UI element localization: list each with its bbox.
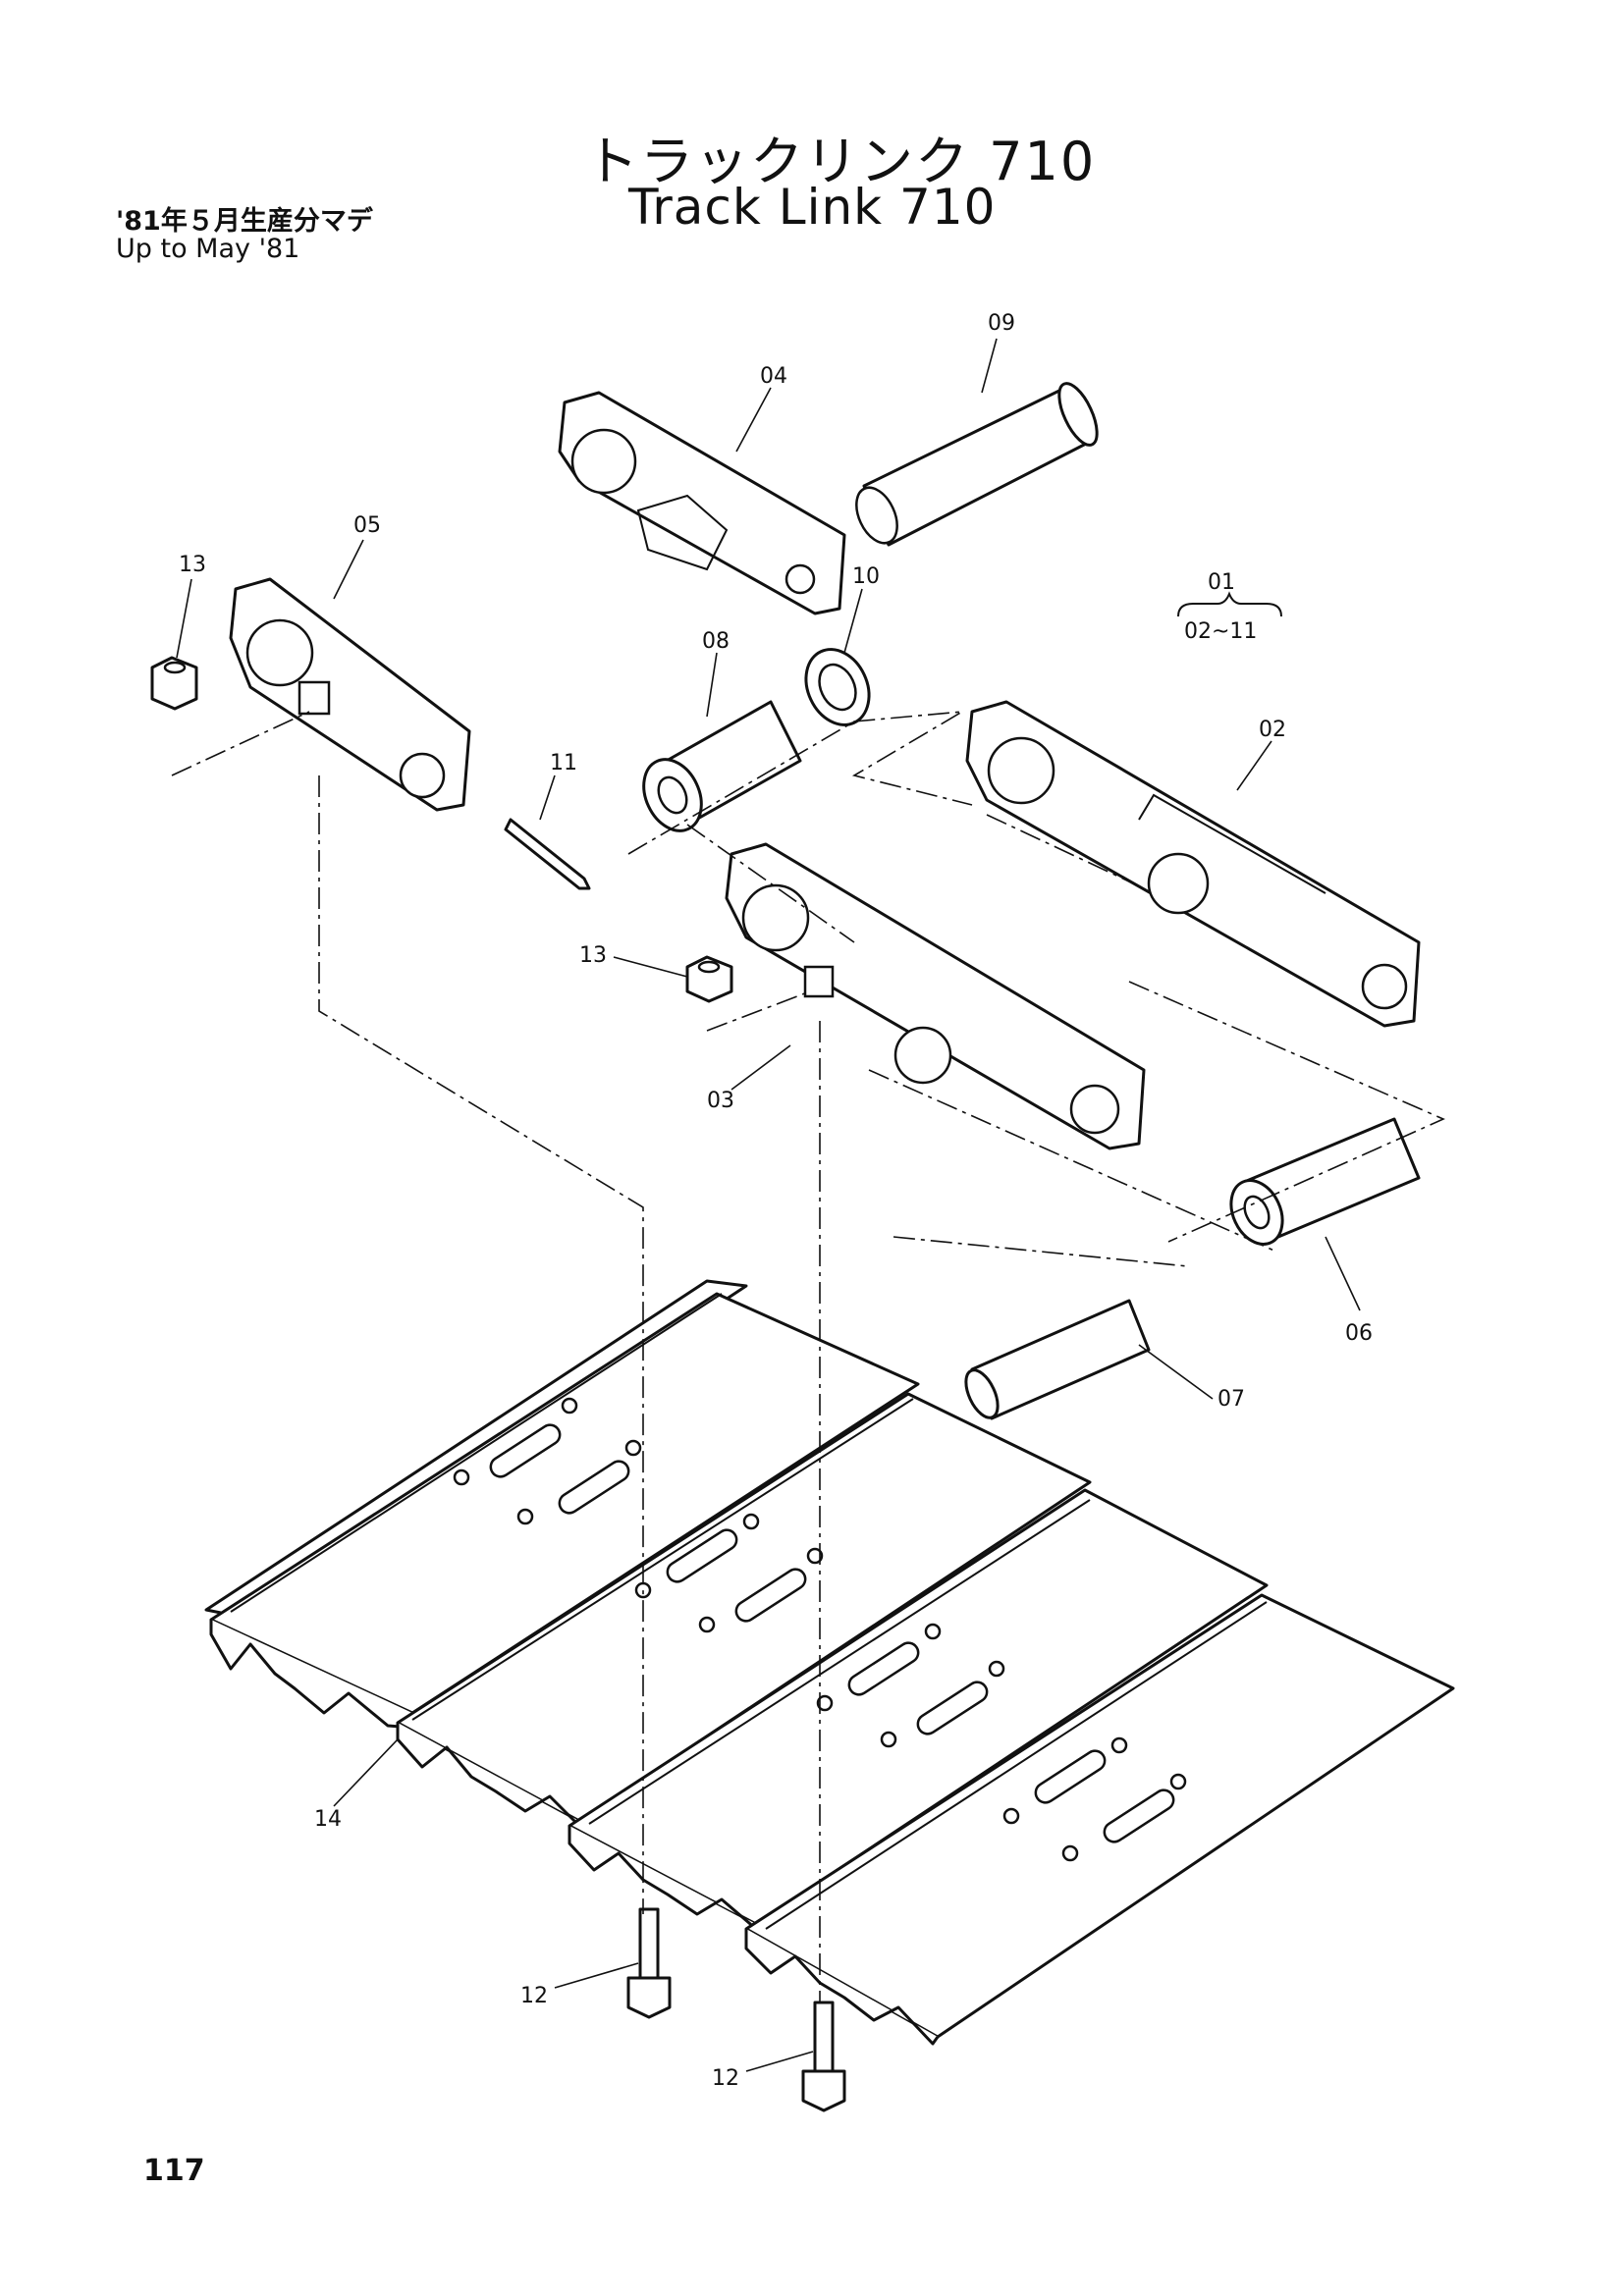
label-11: 11 (550, 751, 577, 775)
label-05: 05 (353, 513, 381, 538)
label-13-lower: 13 (579, 943, 607, 968)
label-06: 06 (1345, 1321, 1373, 1346)
part-08-bushing[interactable] (632, 700, 802, 840)
part-12-bolt-right[interactable] (801, 2001, 846, 2112)
label-02: 02 (1259, 718, 1286, 742)
part-13-nut-lower[interactable] (685, 955, 733, 1003)
label-09: 09 (988, 311, 1015, 336)
label-07: 07 (1217, 1387, 1245, 1412)
label-12-right: 12 (712, 2066, 739, 2091)
page-number: 117 (143, 2154, 205, 2188)
title-japanese: トラックリンク 710 (585, 131, 1097, 192)
part-03-track-link[interactable] (725, 842, 1146, 1150)
label-03: 03 (707, 1089, 734, 1113)
label-14: 14 (314, 1807, 342, 1832)
label-assembly-01: 01 (1208, 570, 1235, 595)
label-13-upper: 13 (179, 553, 206, 577)
callout-labels: 09 04 05 13 10 01 02~11 08 02 11 13 03 0… (179, 311, 1373, 2091)
production-note-japanese: '81年５月生産分マデ (116, 206, 373, 237)
part-05-track-link[interactable] (229, 577, 471, 812)
part-04-track-link[interactable] (558, 391, 846, 615)
title-english: Track Link 710 (628, 179, 997, 236)
label-assembly-range: 02~11 (1184, 619, 1257, 644)
label-12-left: 12 (520, 1984, 548, 2008)
part-12-bolt-left[interactable] (626, 1907, 672, 2019)
assembly-group-bracket (1177, 591, 1282, 617)
part-07-track-pin[interactable] (959, 1299, 1151, 1422)
part-06-bushing[interactable] (1221, 1117, 1421, 1253)
production-note-english: Up to May '81 (116, 234, 300, 264)
part-11-spring-pin[interactable] (504, 818, 591, 890)
part-13-nut-upper[interactable] (150, 656, 198, 711)
part-09-track-pin[interactable] (848, 378, 1105, 550)
part-02-track-link[interactable] (965, 700, 1421, 1028)
part-14-track-shoes[interactable] (204, 1279, 1455, 2046)
alignment-lines (171, 711, 1445, 2002)
label-08: 08 (702, 629, 730, 654)
label-04: 04 (760, 364, 787, 389)
part-10-dust-seal[interactable] (794, 639, 881, 735)
label-10: 10 (852, 564, 880, 589)
leader-lines (176, 338, 1361, 2072)
